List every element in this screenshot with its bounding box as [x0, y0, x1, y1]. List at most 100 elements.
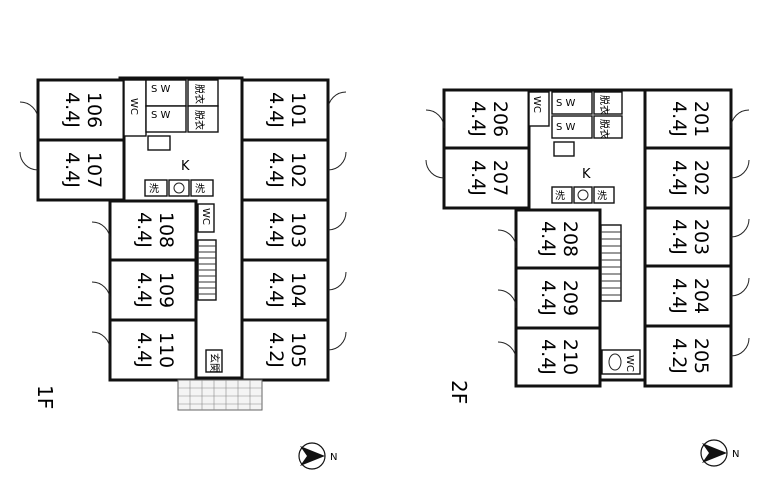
room-size: 4.4J: [467, 160, 489, 196]
room-number: 205: [690, 338, 712, 374]
room-size: 4.4J: [668, 219, 690, 255]
changing-label: 脱衣: [193, 84, 206, 104]
room-size: 4.4J: [133, 272, 155, 308]
room-number: 108: [155, 212, 177, 248]
compass-2f: N: [700, 439, 739, 467]
room-size: 4.4J: [265, 152, 287, 188]
washer-label: 洗: [597, 190, 607, 202]
room-106: 106 4.4J: [36, 78, 126, 142]
room-110: 110 4.4J: [108, 318, 198, 382]
room-number: 209: [559, 280, 581, 316]
room-size: 4.4J: [61, 152, 83, 188]
room-number: 206: [489, 101, 511, 137]
room-size: 4.4J: [668, 278, 690, 314]
washer-area-2f: 洗 洗: [551, 186, 615, 204]
room-102: 102 4.4J: [240, 138, 330, 202]
north-arrow-icon: [702, 443, 727, 463]
room-number: 109: [155, 272, 177, 308]
room-204: 204 4.4J: [643, 264, 733, 328]
room-number: 208: [559, 221, 581, 257]
stairs-2f: [600, 224, 622, 302]
north-label: N: [732, 449, 739, 460]
room-210: 210 4.4J: [514, 326, 602, 388]
washer-area-1f: 洗 洗: [144, 179, 214, 197]
room-size: 4.4J: [668, 160, 690, 196]
room-number: 210: [559, 339, 581, 375]
room-105: 105 4.2J: [240, 318, 330, 382]
shower-label: S W: [556, 122, 576, 133]
entrance-label: 玄関: [208, 353, 221, 373]
bath-block-1f: WC S W S W 脱衣 脱衣: [123, 79, 219, 151]
floor-1f: 106 4.4J 107 4.4J 101 4.4J 102 4.4J 103 …: [19, 76, 347, 411]
changing-label: 脱衣: [193, 110, 206, 130]
room-number: 104: [287, 272, 309, 308]
shower-label: S W: [556, 98, 576, 109]
washer-label: 洗: [149, 183, 159, 195]
room-205: 205 4.2J: [643, 324, 733, 388]
room-size: 4.4J: [133, 212, 155, 248]
room-208: 208 4.4J: [514, 208, 602, 270]
porch-1f: [177, 379, 263, 411]
floor-label: 1F: [33, 385, 57, 409]
room-109: 109 4.4J: [108, 258, 198, 322]
room-104: 104 4.4J: [240, 258, 330, 322]
room-number: 202: [690, 160, 712, 196]
floor-label: 2F: [447, 380, 471, 404]
room-size: 4.2J: [668, 338, 690, 374]
room-108: 108 4.4J: [108, 199, 198, 262]
room-203: 203 4.4J: [643, 206, 733, 268]
wc-label: WC: [624, 355, 635, 372]
room-number: 107: [83, 152, 105, 188]
wc-label: WC: [531, 96, 542, 113]
room-number: 204: [690, 278, 712, 314]
wc-label: WC: [128, 98, 139, 115]
room-number: 106: [83, 92, 105, 128]
room-size: 4.2J: [265, 332, 287, 368]
washer-label: 洗: [195, 183, 205, 195]
compass-1f: N: [298, 442, 337, 470]
room-number: 101: [287, 92, 309, 128]
room-103: 103 4.4J: [240, 198, 330, 262]
kitchen-label: K: [181, 159, 190, 174]
room-number: 207: [489, 160, 511, 196]
room-number: 110: [155, 332, 177, 368]
room-number: 102: [287, 152, 309, 188]
wc2-1f: WC: [197, 203, 215, 233]
north-arrow-icon: [300, 446, 325, 466]
room-207: 207 4.4J: [442, 146, 531, 210]
north-label: N: [330, 452, 337, 463]
room-size: 4.4J: [265, 212, 287, 248]
changing-label: 脱衣: [598, 119, 611, 139]
room-size: 4.4J: [537, 280, 559, 316]
room-206: 206 4.4J: [442, 88, 531, 150]
room-202: 202 4.4J: [643, 146, 733, 210]
kitchen-label: K: [582, 167, 591, 182]
room-size: 4.4J: [265, 272, 287, 308]
doors-1f: [19, 91, 347, 351]
room-number: 105: [287, 332, 309, 368]
room-number: 201: [690, 101, 712, 137]
washer-label: 洗: [555, 190, 565, 202]
room-101: 101 4.4J: [240, 78, 330, 142]
room-201: 201 4.4J: [643, 88, 733, 150]
entrance-1f: 玄関: [205, 349, 223, 373]
room-size: 4.4J: [265, 92, 287, 128]
room-209: 209 4.4J: [514, 266, 602, 330]
room-size: 4.4J: [537, 339, 559, 375]
room-number: 103: [287, 212, 309, 248]
doors-2f: [425, 109, 750, 361]
room-107: 107 4.4J: [36, 138, 126, 202]
shower-label: S W: [151, 84, 171, 95]
floor-2f: 206 4.4J 207 4.4J 201 4.4J 202 4.4J 203 …: [425, 88, 750, 404]
wc-label: WC: [200, 208, 211, 225]
changing-label: 脱衣: [598, 95, 611, 115]
shower-label: S W: [151, 110, 171, 121]
room-number: 203: [690, 219, 712, 255]
room-size: 4.4J: [668, 101, 690, 137]
room-size: 4.4J: [467, 101, 489, 137]
room-size: 4.4J: [61, 92, 83, 128]
stairs-1f: [197, 239, 217, 301]
bath-block-2f: WC S W S W 脱衣 脱衣: [528, 91, 623, 157]
room-size: 4.4J: [133, 332, 155, 368]
